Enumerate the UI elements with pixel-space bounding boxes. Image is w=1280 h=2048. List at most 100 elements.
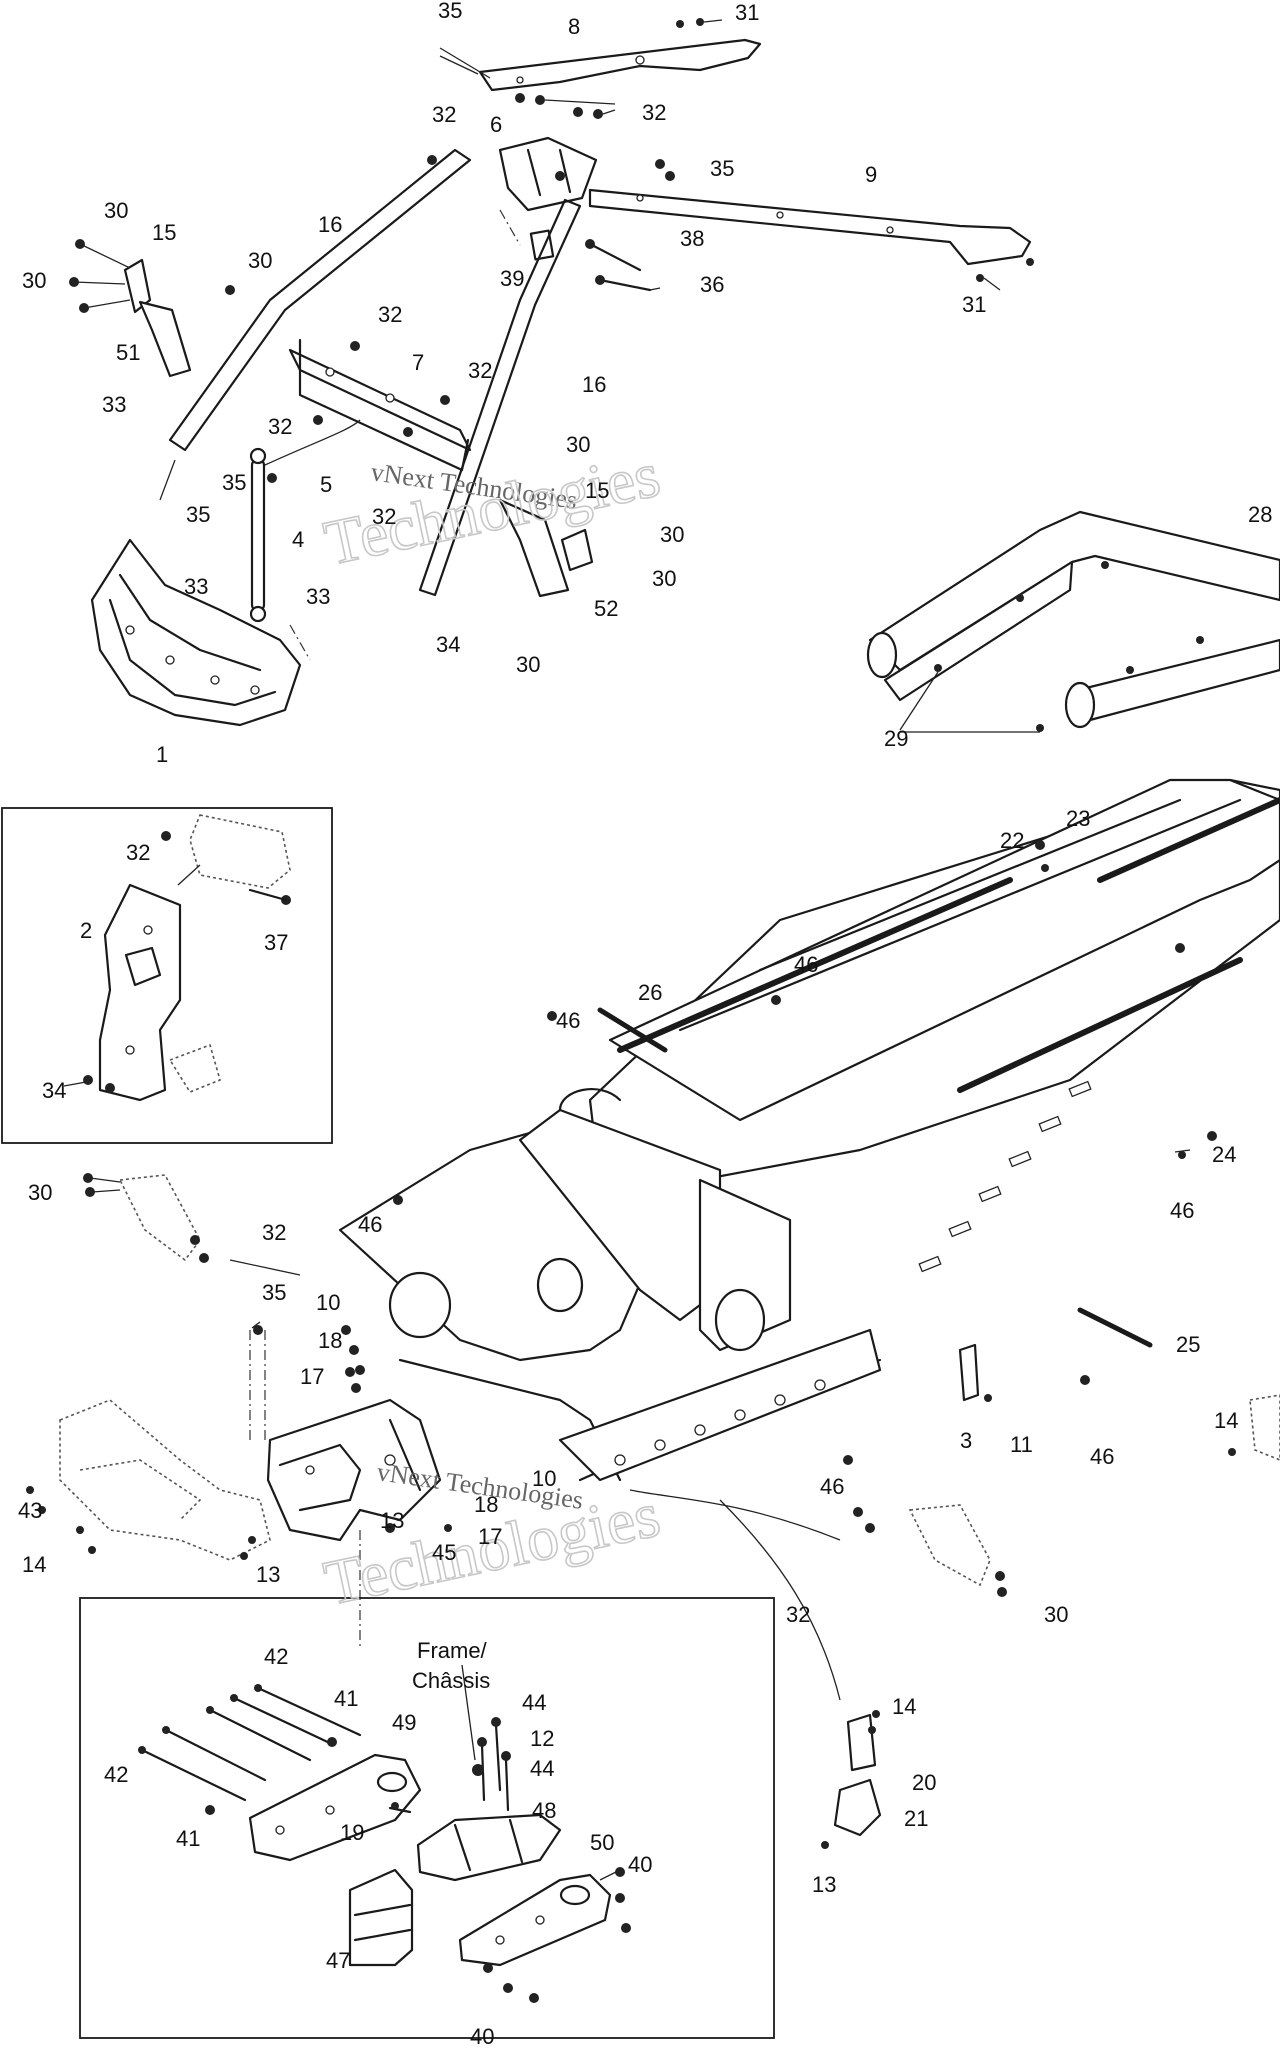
callout-32: 32: [126, 840, 150, 865]
callout-10: 10: [316, 1290, 340, 1315]
callout-21: 21: [904, 1806, 928, 1831]
bolts-36-38: [585, 239, 661, 292]
part-20-21-brackets: [719, 1499, 882, 1849]
callout-10: 10: [532, 1466, 556, 1491]
callout-47: 47: [326, 1948, 350, 1973]
callout-1: 1: [156, 742, 168, 767]
callout-39: 39: [500, 266, 524, 291]
callout-18: 18: [474, 1492, 498, 1517]
callout-46: 46: [556, 1008, 580, 1033]
callout-30: 30: [566, 432, 590, 457]
callout-41: 41: [334, 1686, 358, 1711]
part-15-brackets: [69, 239, 594, 572]
top-front-assembly: [69, 18, 1034, 727]
callout-14: 14: [1214, 1408, 1238, 1433]
callout-13: 13: [380, 1508, 404, 1533]
part-28-rear-bumper: [866, 510, 1280, 733]
callout-26: 26: [638, 980, 662, 1005]
callout-30: 30: [1044, 1602, 1068, 1627]
callout-11: 11: [1010, 1432, 1033, 1457]
callout-42: 42: [264, 1644, 288, 1669]
long-bolts-41-42: [138, 1684, 362, 1815]
part-6-bracket: [498, 136, 598, 261]
callout-8: 8: [568, 14, 580, 39]
callout-14: 14: [892, 1694, 916, 1719]
callout-32: 32: [378, 302, 402, 327]
callout-41: 41: [176, 1826, 200, 1851]
frame-label-line2: Châssis: [412, 1668, 490, 1693]
part-7-cross-member: [288, 338, 472, 472]
callout-13: 13: [256, 1562, 280, 1587]
callout-50: 50: [590, 1830, 614, 1855]
part-1-bumper: [90, 538, 311, 727]
callout-40: 40: [470, 2024, 494, 2048]
callout-4: 4: [292, 527, 304, 552]
callout-32: 32: [372, 504, 396, 529]
part-4-strut: [249, 447, 277, 623]
callout-17: 17: [300, 1364, 324, 1389]
callout-35: 35: [438, 0, 462, 23]
callout-46: 46: [820, 1474, 844, 1499]
watermark-big-top: Technologies: [318, 438, 666, 578]
callout-2: 2: [80, 918, 92, 943]
callout-35: 35: [262, 1280, 286, 1305]
part-8-upper-bar: [439, 18, 762, 119]
callout-44: 44: [530, 1756, 554, 1781]
callout-45: 45: [432, 1540, 456, 1565]
callout-22: 22: [1000, 828, 1024, 853]
front-frame-fasteners: [251, 1131, 1217, 1375]
callout-51: 51: [116, 340, 140, 365]
callout-32: 32: [268, 414, 292, 439]
callout-31: 31: [962, 292, 986, 317]
callout-16: 16: [582, 372, 606, 397]
callout-32: 32: [432, 102, 456, 127]
inset-box-bracket: [1, 807, 333, 1144]
callout-32: 32: [262, 1220, 286, 1245]
frame-label-line1: Frame/: [417, 1638, 488, 1663]
callout-12: 12: [530, 1726, 554, 1751]
callout-36: 36: [700, 272, 724, 297]
main-chassis-frame: [338, 778, 1280, 1482]
callout-24: 24: [1212, 1142, 1236, 1167]
callout-33: 33: [102, 392, 126, 417]
callout-33: 33: [306, 584, 330, 609]
part-51-52: [138, 300, 570, 598]
callout-30: 30: [248, 248, 272, 273]
inset-box-subframe-detail: [79, 1597, 775, 2039]
callout-40: 40: [628, 1852, 652, 1877]
callout-46: 46: [1170, 1198, 1194, 1223]
callout-30: 30: [516, 652, 540, 677]
callout-46: 46: [358, 1212, 382, 1237]
callout-32: 32: [468, 358, 492, 383]
callout-35: 35: [222, 470, 246, 495]
callout-29: 29: [884, 726, 908, 751]
callout-13: 13: [812, 1872, 836, 1897]
callout-37: 37: [264, 930, 288, 955]
callout-49: 49: [392, 1710, 416, 1735]
callout-15: 15: [152, 220, 176, 245]
callout-19: 19: [340, 1820, 364, 1845]
callout-25: 25: [1176, 1332, 1200, 1357]
callout-34: 34: [436, 632, 460, 657]
callout-9: 9: [865, 162, 877, 187]
callout-30: 30: [652, 566, 676, 591]
callout-42: 42: [104, 1762, 128, 1787]
callout-5: 5: [320, 472, 332, 497]
callout-14: 14: [22, 1552, 46, 1577]
callout-30: 30: [28, 1180, 52, 1205]
callout-35: 35: [710, 156, 734, 181]
ghost-brackets: [83, 1173, 1280, 1597]
callout-32: 32: [642, 100, 666, 125]
callout-35: 35: [186, 502, 210, 527]
callout-18: 18: [318, 1328, 342, 1353]
watermark-top: vNext Technologies Technologies: [317, 438, 666, 580]
part-9-side-bar: [588, 159, 1034, 291]
callout-43: 43: [18, 1498, 42, 1523]
callout-28: 28: [1248, 502, 1272, 527]
callout-32: 32: [786, 1602, 810, 1627]
callout-16: 16: [318, 212, 342, 237]
callout-20: 20: [912, 1770, 936, 1795]
callout-30: 30: [22, 268, 46, 293]
callout-30: 30: [660, 522, 684, 547]
